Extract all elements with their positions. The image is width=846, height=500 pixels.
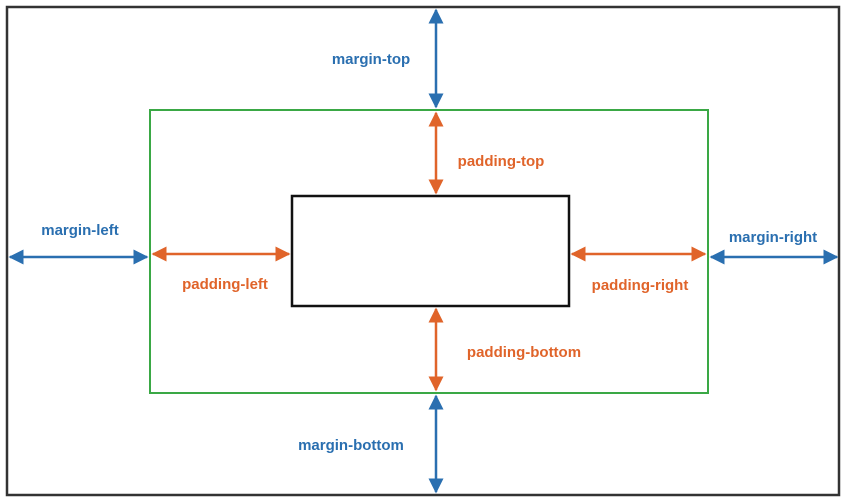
- margin-left-label: margin-left: [41, 222, 119, 239]
- outer-frame: [5, 5, 841, 497]
- border-box: [149, 109, 709, 394]
- margin-right-label: margin-right: [729, 229, 817, 246]
- padding-right-label: padding-right: [592, 277, 689, 294]
- content-box: [290, 194, 571, 308]
- padding-left-label: padding-left: [182, 276, 268, 293]
- padding-bottom-label: padding-bottom: [467, 344, 581, 361]
- padding-top-label: padding-top: [458, 153, 545, 170]
- margin-bottom-label: margin-bottom: [298, 437, 404, 454]
- margin-top-label: margin-top: [332, 51, 410, 68]
